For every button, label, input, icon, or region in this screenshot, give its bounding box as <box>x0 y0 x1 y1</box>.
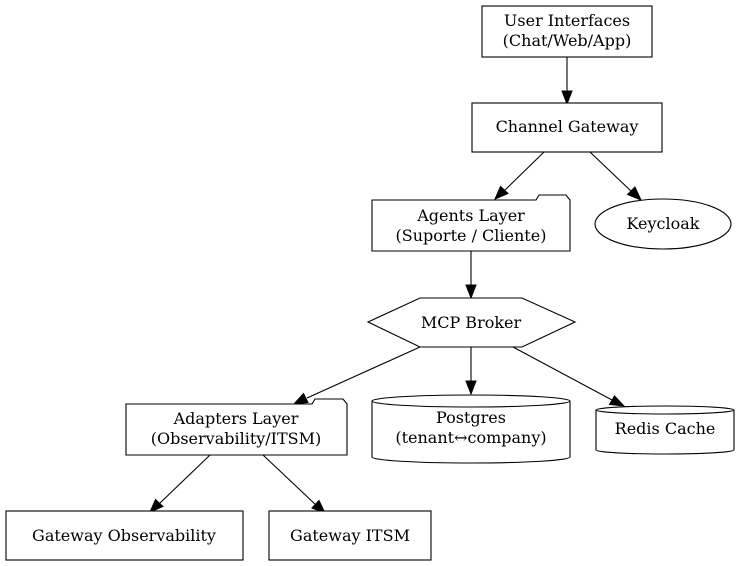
edge-channel-gateway-to-keycloak <box>589 151 642 201</box>
node-adapters-layer-subtitle: (Observability/ITSM) <box>151 429 322 448</box>
edge-channel-gateway-to-agents-layer <box>494 151 545 200</box>
node-agents-layer-subtitle: (Suporte / Cliente) <box>396 226 547 245</box>
edge-mcp-broker-to-redis-cache <box>512 346 626 407</box>
edge-adapters-layer-to-gateway-observability <box>149 454 211 513</box>
edge-user-interfaces-to-channel-gateway <box>561 57 573 106</box>
node-user-interfaces-title: User Interfaces <box>504 11 630 30</box>
node-postgres-title: Postgres <box>436 408 506 427</box>
node-gateway-observability-title: Gateway Observability <box>32 526 216 545</box>
node-keycloak: Keycloak <box>594 198 732 250</box>
node-gateway-itsm-title: Gateway ITSM <box>290 526 410 545</box>
edge-mcp-broker-to-postgres <box>465 347 477 396</box>
hexagon-shape <box>366 297 577 348</box>
cylinder-shape <box>595 405 735 455</box>
node-channel-gateway: Channel Gateway <box>471 102 663 153</box>
cylinder-shape <box>371 394 571 464</box>
cylinder-top-rim <box>595 409 735 415</box>
node-gateway-observability: Gateway Observability <box>5 510 244 561</box>
edge-mcp-broker-to-adapters-layer <box>292 346 421 405</box>
folder-shape <box>125 398 348 456</box>
edge-agents-layer-to-mcp-broker <box>465 251 477 300</box>
node-adapters-layer-title: Adapters Layer <box>173 409 299 428</box>
node-user-interfaces: User Interfaces (Chat/Web/App) <box>481 5 653 58</box>
node-redis-cache-title: Redis Cache <box>615 419 716 438</box>
node-gateway-itsm: Gateway ITSM <box>268 510 432 561</box>
edge-adapters-layer-to-gateway-itsm <box>262 454 326 514</box>
node-redis-cache: Redis Cache <box>595 405 735 455</box>
node-channel-gateway-title: Channel Gateway <box>496 117 639 136</box>
cylinder-top-rim <box>371 400 571 408</box>
node-mcp-broker-title: MCP Broker <box>421 313 522 332</box>
node-mcp-broker: MCP Broker <box>366 297 577 348</box>
node-keycloak-title: Keycloak <box>627 214 700 233</box>
node-adapters-layer: Adapters Layer (Observability/ITSM) <box>125 398 348 456</box>
node-agents-layer: Agents Layer (Suporte / Cliente) <box>371 194 571 252</box>
node-user-interfaces-subtitle: (Chat/Web/App) <box>503 31 632 50</box>
folder-shape <box>371 194 571 252</box>
node-postgres: Postgres (tenant↔company) <box>371 394 571 464</box>
node-agents-layer-title: Agents Layer <box>416 206 525 225</box>
node-postgres-subtitle: (tenant↔company) <box>395 428 546 447</box>
